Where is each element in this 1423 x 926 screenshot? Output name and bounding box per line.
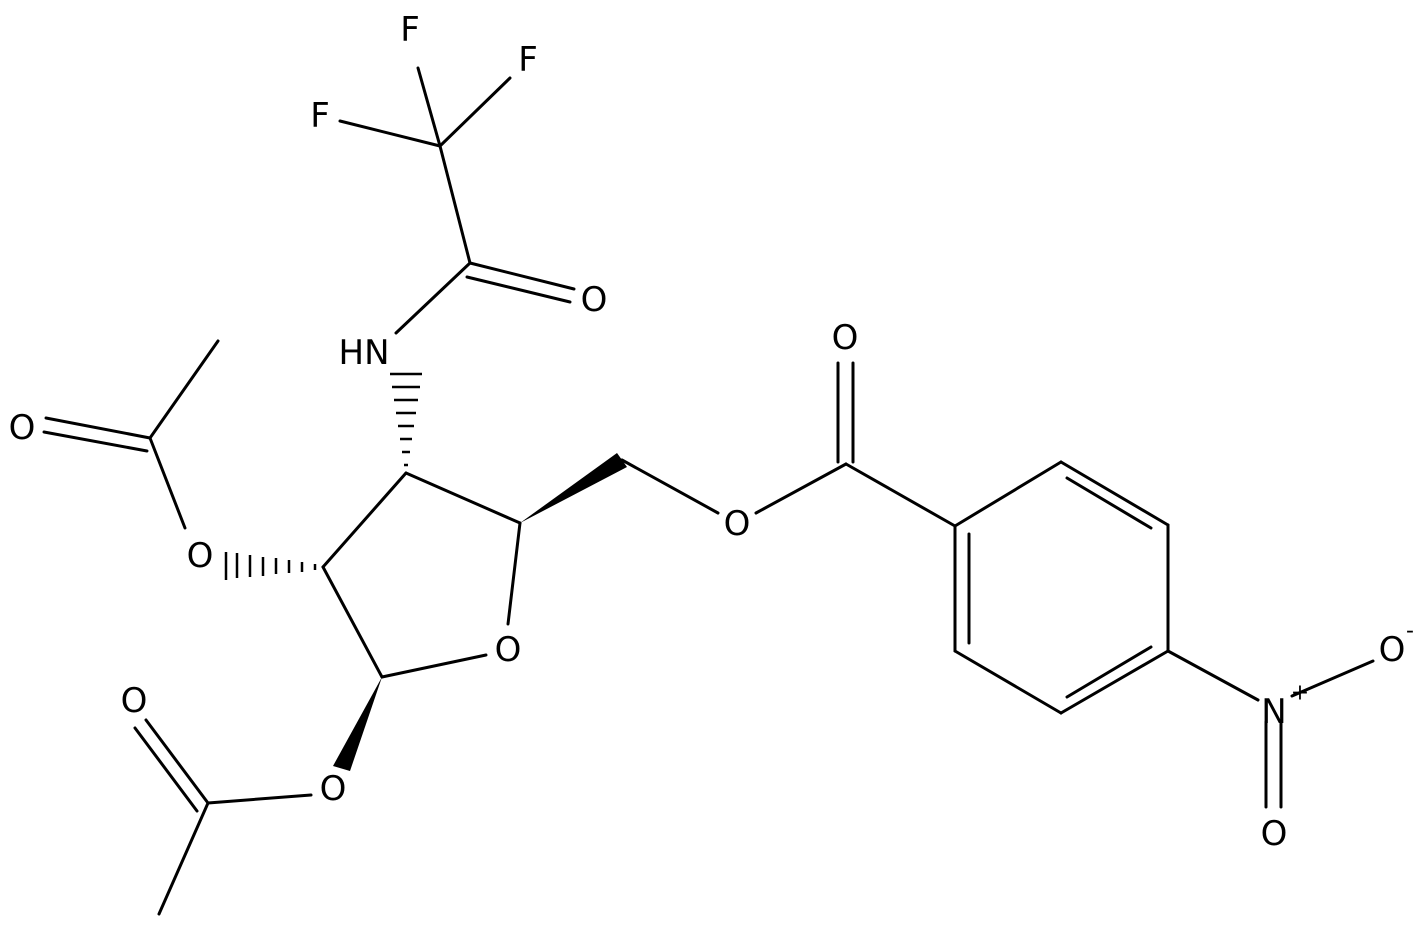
bond-amide-c-o-a	[468, 261, 576, 291]
bond-ring-b-c	[1059, 460, 1170, 527]
bond-c1-ring-o	[380, 653, 488, 679]
atom-ester-o: O	[724, 504, 751, 544]
atom-ring-o: O	[495, 630, 522, 670]
charge-nitro-n: +	[1291, 681, 1309, 706]
bond-ring-nitro-n	[1166, 649, 1260, 702]
hash-c3-nh	[390, 372, 422, 467]
atom-nitro-n: N	[1261, 692, 1286, 732]
bond-c5-ester-o	[620, 458, 720, 515]
bond-ester-o-benzoyl-c	[754, 462, 848, 515]
atom-acetyl1-carbonyl-o: O	[121, 681, 148, 721]
bond-amide-c-nh	[394, 261, 472, 335]
atom-f-top: F	[400, 10, 420, 50]
bond-cf3-f-right	[438, 76, 512, 148]
wedge-c1-o	[333, 677, 382, 771]
bond-ring-a-b	[953, 460, 1063, 528]
bond-acetyl2-o-c	[148, 436, 187, 530]
atom-ester-carbonyl-o: O	[832, 318, 859, 358]
atom-acetyl2-carbonyl-o: O	[9, 408, 36, 448]
bond-acetyl1-c-methyl	[157, 801, 210, 916]
charge-nitro-o: -	[1406, 619, 1414, 644]
bond-cf3-amide-c	[438, 144, 472, 265]
bond-acetyl1-c-o-a	[144, 718, 210, 805]
hash-c2-o	[224, 552, 317, 580]
wedge-bonds	[333, 453, 627, 771]
bond-c3-c4	[404, 471, 522, 525]
bond-ring-inner-b-c	[1065, 476, 1153, 530]
atom-f-right: F	[518, 40, 538, 80]
bond-acetyl1-c-o-b	[133, 726, 199, 813]
bond-ring-e-f	[953, 649, 1063, 715]
atom-acetyl1-ester-o: O	[320, 769, 347, 809]
bond-acetyl2-c-o-a	[44, 416, 152, 440]
atom-amide-o: O	[581, 280, 608, 320]
bond-ring-d-e	[1059, 649, 1170, 715]
atom-f-left: F	[310, 96, 330, 136]
bond-ring-inner-d-e	[1065, 645, 1153, 699]
bond-amide-c-o-b	[465, 275, 572, 304]
atom-nitro-o-minus: O	[1379, 630, 1406, 670]
bond-acetyl2-c-methyl	[148, 339, 220, 440]
bond-ring-o-c4	[506, 521, 522, 626]
bond-nitro-n-o-minus	[1290, 659, 1375, 698]
bond-cf3-f-left	[338, 119, 442, 148]
atom-nh: HN	[339, 333, 390, 373]
bond-acetyl2-c-o-b	[42, 430, 149, 453]
bond-c3-c2	[321, 471, 408, 569]
bond-benzoyl-c-ring	[844, 462, 957, 528]
atom-acetyl2-ester-o: O	[187, 536, 214, 576]
atom-nitro-o: O	[1261, 814, 1288, 854]
bond-c2-c1	[321, 565, 384, 679]
bond-acetyl1-o-c	[206, 793, 313, 805]
wedge-c4-c5	[520, 453, 627, 523]
bond-cf3-f-top	[416, 66, 442, 148]
single-bonds	[148, 66, 1375, 916]
atom-labels: F F F O HN O O O O O O O N + O - O	[9, 10, 1414, 854]
double-bonds	[42, 261, 1283, 813]
